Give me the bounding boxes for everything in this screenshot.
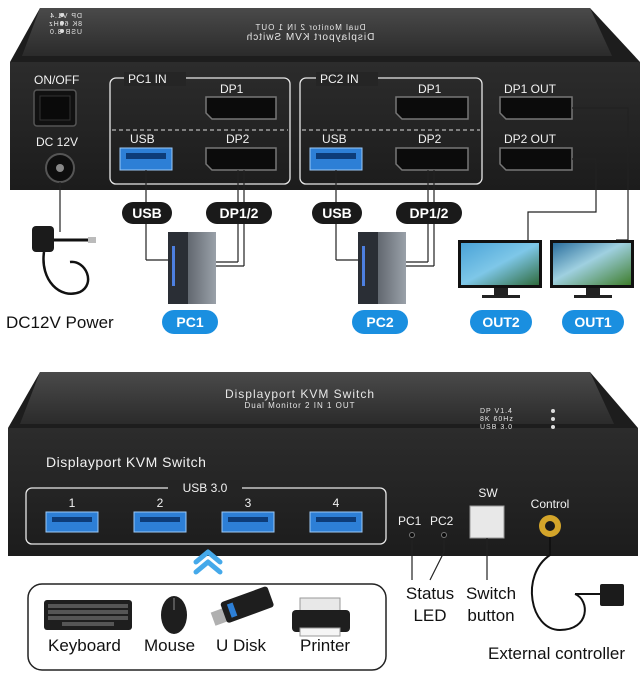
pill-dp12-2-text: DP1/2 (410, 205, 449, 221)
control-label: Control (531, 497, 570, 511)
pc1-usb-label: USB (130, 132, 155, 146)
pill-pc2-text: PC2 (366, 314, 393, 330)
pill-out1 (562, 310, 624, 334)
pc1-dp2-port[interactable] (205, 147, 277, 171)
printer-icon (292, 597, 350, 637)
rear-spec-dot (60, 21, 64, 25)
keyboard-icon (44, 600, 132, 630)
dp2-out-port[interactable] (499, 147, 573, 171)
rear-spec-dot (60, 29, 64, 33)
front-device-top (20, 372, 614, 424)
usb-hub-label: USB 3.0 (183, 481, 228, 495)
pill-dp12-1 (206, 202, 272, 224)
dc-label: DC 12V (36, 135, 78, 149)
pill-pc1 (162, 310, 218, 334)
power-caption: DC12V Power (6, 313, 114, 332)
switch-caption-line2: button (467, 606, 514, 625)
pill-out1-text: OUT1 (574, 314, 612, 330)
pc1-in-label: PC1 IN (128, 72, 167, 86)
usb-port-2-number: 2 (157, 496, 164, 510)
out2-monitor-icon (458, 240, 542, 298)
rear-top-spec-3: USB 3.0 (49, 29, 82, 36)
rear-top-title: Displayport KVM Switch (246, 32, 375, 43)
peripheral-udisk-label: U Disk (216, 636, 267, 655)
front-top-subtitle: Dual Monitor 2 IN 1 OUT (244, 401, 355, 410)
dp2-out-label: DP2 OUT (504, 132, 557, 146)
pc2-status-led (441, 532, 447, 538)
pill-dp12-1-text: DP1/2 (220, 205, 259, 221)
front-device-panel (8, 428, 638, 556)
external-controller-icon (530, 537, 624, 632)
pc2-in-label: PC2 IN (320, 72, 359, 86)
sw-label: SW (478, 486, 498, 500)
peripheral-mouse-label: Mouse (144, 636, 195, 655)
peripheral-keyboard-label: Keyboard (48, 636, 121, 655)
dp1-out-port[interactable] (499, 96, 573, 120)
pc1-dp1-label: DP1 (220, 82, 244, 96)
front-top-spec-3: USB 3.0 (480, 424, 513, 431)
rear-device-top (22, 8, 612, 56)
external-controller-caption: External controller (488, 644, 625, 663)
pc2-usb-label: USB (322, 132, 347, 146)
pc1-led-label: PC1 (398, 514, 422, 528)
pc1-in-group (109, 77, 291, 185)
pill-dp12-2 (396, 202, 462, 224)
out1-monitor-icon (550, 240, 634, 298)
rear-black-pills: USB DP1/2 USB DP1/2 (122, 202, 462, 224)
peripheral-printer-label: Printer (300, 636, 350, 655)
pc2-led-label: PC2 (430, 514, 454, 528)
front-top-spec-2: 8K 60Hz (480, 416, 514, 423)
pill-pc1-text: PC1 (176, 314, 203, 330)
switch-caption-line1: Switch (466, 584, 516, 603)
pc2-dp2-label: DP2 (418, 132, 442, 146)
rear-top-subtitle: Dual Monitor 2 IN 1 OUT (254, 23, 365, 32)
pc2-dp1-label: DP1 (418, 82, 442, 96)
pill-usb-2 (312, 202, 362, 224)
pc2-dp2-port[interactable] (395, 147, 469, 171)
pill-pc2 (352, 310, 408, 334)
pc2-dp1-port[interactable] (395, 96, 469, 120)
front-top-title: Displayport KVM Switch (225, 387, 375, 401)
power-adapter-icon (32, 226, 96, 295)
on-off-label: ON/OFF (34, 73, 79, 87)
rear-blue-pills: PC1 PC2 OUT2 OUT1 (162, 310, 624, 334)
usb-port-4-number: 4 (333, 496, 340, 510)
switch-button[interactable] (469, 505, 505, 539)
pill-usb-1 (122, 202, 172, 224)
status-caption-line1: Status (406, 584, 454, 603)
rear-spec-dot (60, 13, 64, 17)
rear-top-spec-1: DP V1.4 (49, 13, 82, 20)
pill-usb-1-text: USB (132, 205, 162, 221)
pc2-in-group (299, 77, 483, 185)
usb-port-1-number: 1 (69, 496, 76, 510)
front-title: Displayport KVM Switch (46, 454, 206, 470)
pc1-status-led (409, 532, 415, 538)
dp1-out-label: DP1 OUT (504, 82, 557, 96)
pill-out2 (470, 310, 532, 334)
pill-out2-text: OUT2 (482, 314, 520, 330)
rear-top-spec-2: 8K 60Hz (48, 21, 82, 28)
pc1-dp2-label: DP2 (226, 132, 250, 146)
usb-disk-icon (210, 586, 274, 626)
front-device: Displayport KVM Switch Dual Monitor 2 IN… (8, 372, 638, 556)
usb-port-3-number: 3 (245, 496, 252, 510)
rear-device: Displayport KVM Switch Dual Monitor 2 IN… (10, 8, 640, 190)
up-chevrons-icon (193, 549, 223, 575)
front-top-spec-1: DP V1.4 (480, 408, 513, 415)
pill-usb-2-text: USB (322, 205, 352, 221)
front-cables (411, 538, 488, 581)
mouse-icon (161, 596, 187, 634)
pc1-dp1-port[interactable] (205, 96, 277, 120)
pc2-tower-icon (358, 232, 406, 304)
status-caption-line2: LED (413, 606, 446, 625)
pc1-tower-icon (168, 232, 216, 304)
